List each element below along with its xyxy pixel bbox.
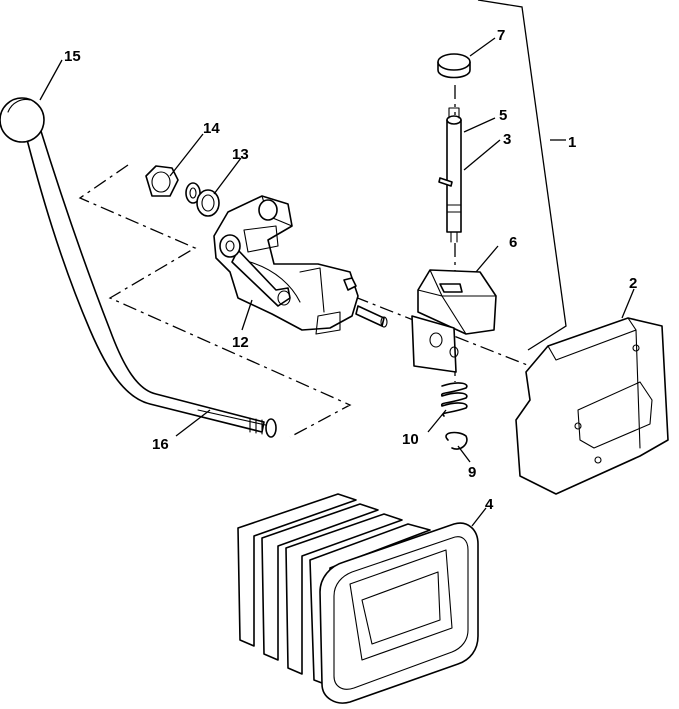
callout-9: 9 xyxy=(468,464,476,481)
callout-3: 3 xyxy=(503,131,511,148)
callout-14: 14 xyxy=(203,120,220,137)
callout-labels: 1 2 3 4 5 6 7 9 10 12 13 14 15 16 xyxy=(64,27,637,513)
callout-7: 7 xyxy=(497,27,505,44)
cover-plate-2 xyxy=(515,317,669,495)
callout-2: 2 xyxy=(629,275,637,292)
rubber-boot-4 xyxy=(237,493,479,704)
shaft-5 xyxy=(438,107,462,243)
callout-13: 13 xyxy=(232,146,249,163)
callout-1: 1 xyxy=(568,134,576,151)
shift-lever xyxy=(0,97,277,438)
callout-6: 6 xyxy=(509,234,517,251)
pin-3 xyxy=(438,177,453,187)
callout-16: 16 xyxy=(152,436,169,453)
knob-7 xyxy=(437,53,471,79)
callout-10: 10 xyxy=(402,431,419,448)
callout-4: 4 xyxy=(485,496,494,513)
callout-12: 12 xyxy=(232,334,249,351)
spring-10 xyxy=(440,382,468,417)
lever-knob xyxy=(0,97,45,143)
clip-9 xyxy=(445,431,468,450)
callout-15: 15 xyxy=(64,48,81,65)
guide-bracket-6 xyxy=(411,269,497,373)
leader-lines xyxy=(39,37,635,527)
assembly-bracket-1 xyxy=(477,0,567,351)
washer-13 xyxy=(196,189,220,217)
nut-14 xyxy=(145,165,179,197)
shifter-housing-12 xyxy=(213,195,388,335)
callout-5: 5 xyxy=(499,107,507,124)
